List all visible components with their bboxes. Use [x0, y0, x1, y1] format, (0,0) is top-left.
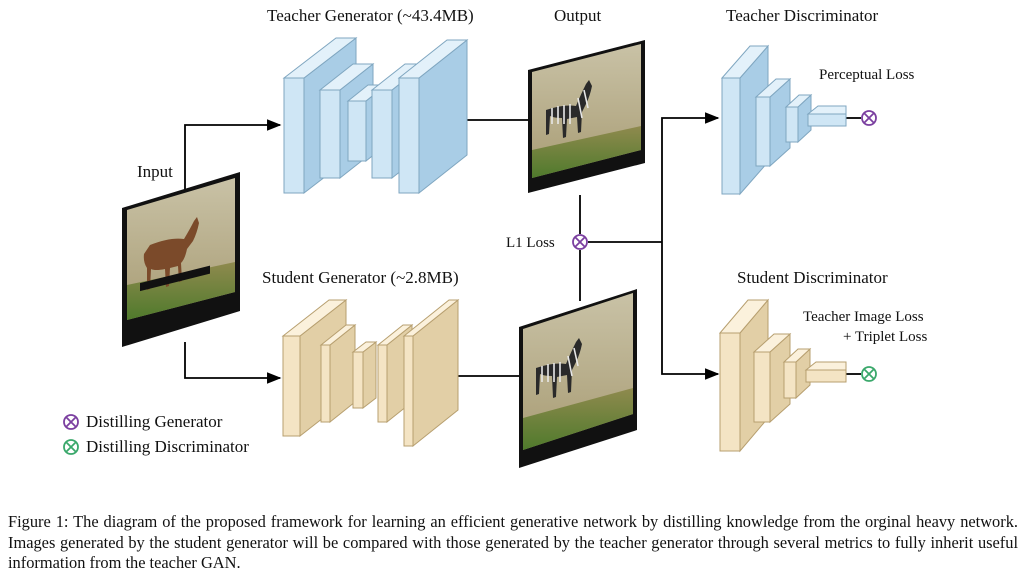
legend-label: Distilling Discriminator — [86, 436, 249, 456]
student-discriminator-block — [718, 298, 847, 453]
student-disc-layer-2-face — [753, 351, 771, 423]
student-output-image — [519, 289, 637, 468]
teacher-discriminator-block — [720, 44, 847, 196]
student-gen-layer-3-face — [352, 351, 364, 409]
student-disc-layer-1-face — [719, 332, 741, 452]
teacher-discriminator-label: Teacher Discriminator — [726, 6, 879, 25]
student-discriminator-label: Student Discriminator — [737, 268, 888, 287]
legend-label: Distilling Generator — [86, 411, 223, 431]
student-generator-block — [281, 298, 460, 448]
student-generator-label: Student Generator (~2.8MB) — [262, 268, 459, 287]
teacher-disc-output-top — [806, 105, 847, 115]
l1-loss-symbol — [572, 234, 588, 250]
legend-item-distilling-generator: Distilling Generator — [62, 409, 249, 434]
teacher-image-loss-label: Teacher Image Loss — [803, 309, 924, 325]
output-label: Output — [554, 6, 602, 25]
legend-item-distilling-discriminator: Distilling Discriminator — [62, 434, 249, 459]
input-to-teacher-arrow — [184, 119, 282, 208]
student-gen-layer-4-face — [377, 344, 388, 423]
teacher-gen-layer-4-face — [371, 89, 393, 179]
teacher-image-loss-symbol — [861, 366, 877, 382]
legend: Distilling Generator Distilling Discrimi… — [62, 409, 249, 459]
triplet-loss-label: + Triplet Loss — [843, 329, 928, 345]
teacher-disc-layer-3-face — [785, 106, 799, 143]
student-gen-layer-5-face — [403, 335, 414, 447]
teacher-gen-layer-5-face — [398, 77, 420, 194]
perceptual-loss-symbol — [861, 110, 877, 126]
teacher-disc-layer-1-face — [721, 77, 741, 195]
teacher-gen-layer-3-face — [347, 100, 367, 162]
teacher-gen-layer-1-face — [283, 77, 305, 194]
green-circled-x-icon — [63, 438, 79, 455]
teacher-generator-block — [282, 36, 469, 195]
connector-lines — [184, 112, 861, 384]
perceptual-loss-label: Perceptual Loss — [819, 67, 915, 83]
student-disc-layer-3-face — [783, 361, 797, 399]
student-gen-layer-1-face — [282, 335, 301, 437]
input-label: Input — [137, 162, 173, 181]
teacher-disc-layer-2-face — [755, 96, 771, 167]
student-gen-layer-2-face — [320, 344, 331, 423]
input-image — [122, 172, 240, 347]
purple-circled-x-icon — [63, 413, 79, 430]
l1-loss-label: L1 Loss — [506, 235, 555, 251]
to-teacher-discriminator-arrow — [661, 112, 720, 242]
teacher-output-image — [528, 40, 645, 193]
teacher-generator-label: Teacher Generator (~43.4MB) — [267, 6, 474, 25]
framework-diagram — [122, 36, 877, 468]
to-student-discriminator-arrow — [661, 242, 720, 380]
input-to-student-arrow — [184, 342, 282, 384]
teacher-gen-layer-2-face — [319, 89, 341, 179]
figure-caption: Figure 1: The diagram of the proposed fr… — [8, 512, 1018, 572]
